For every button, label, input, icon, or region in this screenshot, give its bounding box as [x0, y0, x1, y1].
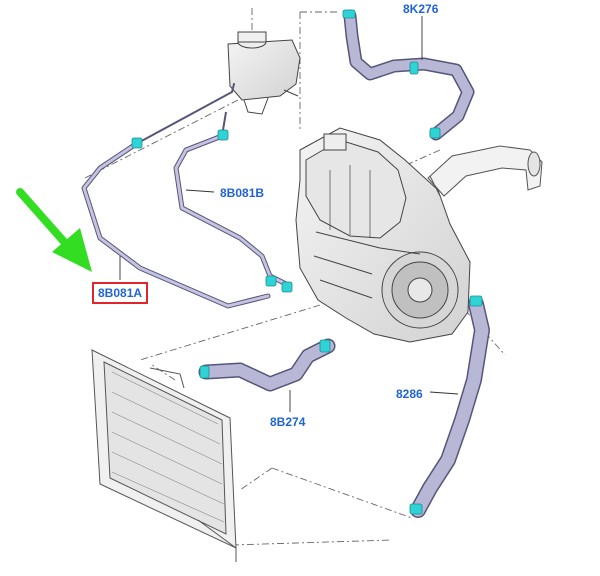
metal-coolant-pipe [427, 145, 543, 197]
label-leader-lines [119, 16, 459, 412]
engine [295, 127, 471, 343]
label-8b274: 8B274 [270, 415, 306, 429]
label-8k276: 8K276 [403, 2, 439, 16]
hose-8286-drawing [410, 296, 490, 518]
hose-clamps [131, 9, 483, 515]
connection-lines [84, 8, 506, 546]
radiator [91, 349, 237, 562]
hose-8b274-drawing [198, 338, 336, 392]
expansion-tank [227, 31, 301, 115]
hose-8k276-drawing [343, 9, 475, 141]
hose-8b081a-drawing [81, 83, 271, 309]
green-arrow-icon [16, 188, 92, 272]
label-8286: 8286 [396, 387, 423, 401]
label-8b081b: 8B081B [220, 186, 265, 200]
label-8b081a-highlighted: 8B081A [92, 282, 149, 304]
